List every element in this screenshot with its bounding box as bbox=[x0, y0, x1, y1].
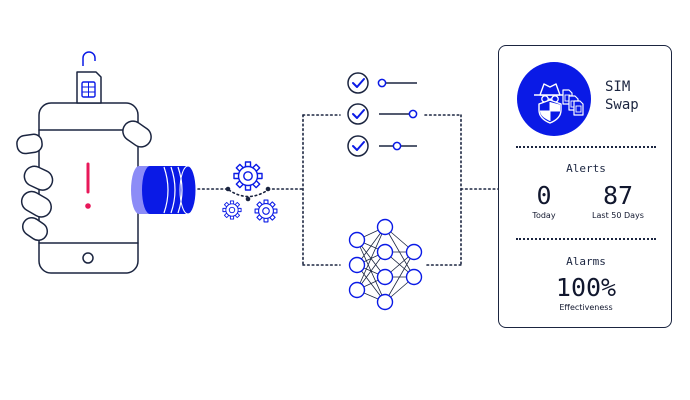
check-circle-icon bbox=[347, 135, 369, 157]
toggle-knob bbox=[377, 78, 387, 88]
spy-badge bbox=[517, 62, 591, 136]
rule-row-2 bbox=[347, 103, 418, 125]
sim-swap-card: SIM Swap Alerts 0 Today 87 Last 50 Days … bbox=[498, 45, 672, 328]
spy-icon bbox=[534, 83, 584, 124]
unlocked-padlock-icon bbox=[82, 51, 96, 66]
sim-card-icon bbox=[76, 71, 102, 104]
alerts-last50-metric: 87 Last 50 Days bbox=[579, 182, 657, 222]
hand-icon bbox=[16, 120, 152, 242]
check-circle-icon bbox=[347, 72, 369, 94]
alerts-last50-label: Last 50 Days bbox=[592, 211, 644, 220]
alarms-value: 100% bbox=[555, 273, 617, 302]
alarms-sublabel: Effectiveness bbox=[559, 303, 613, 312]
rule-row-3 bbox=[347, 135, 417, 157]
dotted-connectors bbox=[197, 114, 510, 266]
neural-network-icon bbox=[348, 218, 423, 311]
card-title: SIM Swap bbox=[605, 79, 639, 113]
alerts-today-value: 0 bbox=[536, 181, 552, 210]
alerts-last50-value: 87 bbox=[602, 181, 634, 210]
alerts-label: Alerts bbox=[566, 162, 606, 175]
toggle-knob bbox=[392, 141, 402, 151]
alarms-label: Alarms bbox=[566, 255, 606, 268]
coin-stack-icon bbox=[131, 165, 197, 215]
exclamation-icon bbox=[85, 162, 91, 209]
divider bbox=[516, 146, 656, 148]
alerts-today-metric: 0 Today bbox=[513, 182, 575, 222]
rule-row-1 bbox=[347, 72, 417, 94]
alarms-metric: 100% Effectiveness bbox=[499, 274, 673, 314]
gear-icon bbox=[222, 161, 278, 223]
check-circle-icon bbox=[347, 103, 369, 125]
alerts-today-label: Today bbox=[532, 211, 556, 220]
divider bbox=[516, 238, 656, 240]
toggle-knob bbox=[408, 109, 418, 119]
